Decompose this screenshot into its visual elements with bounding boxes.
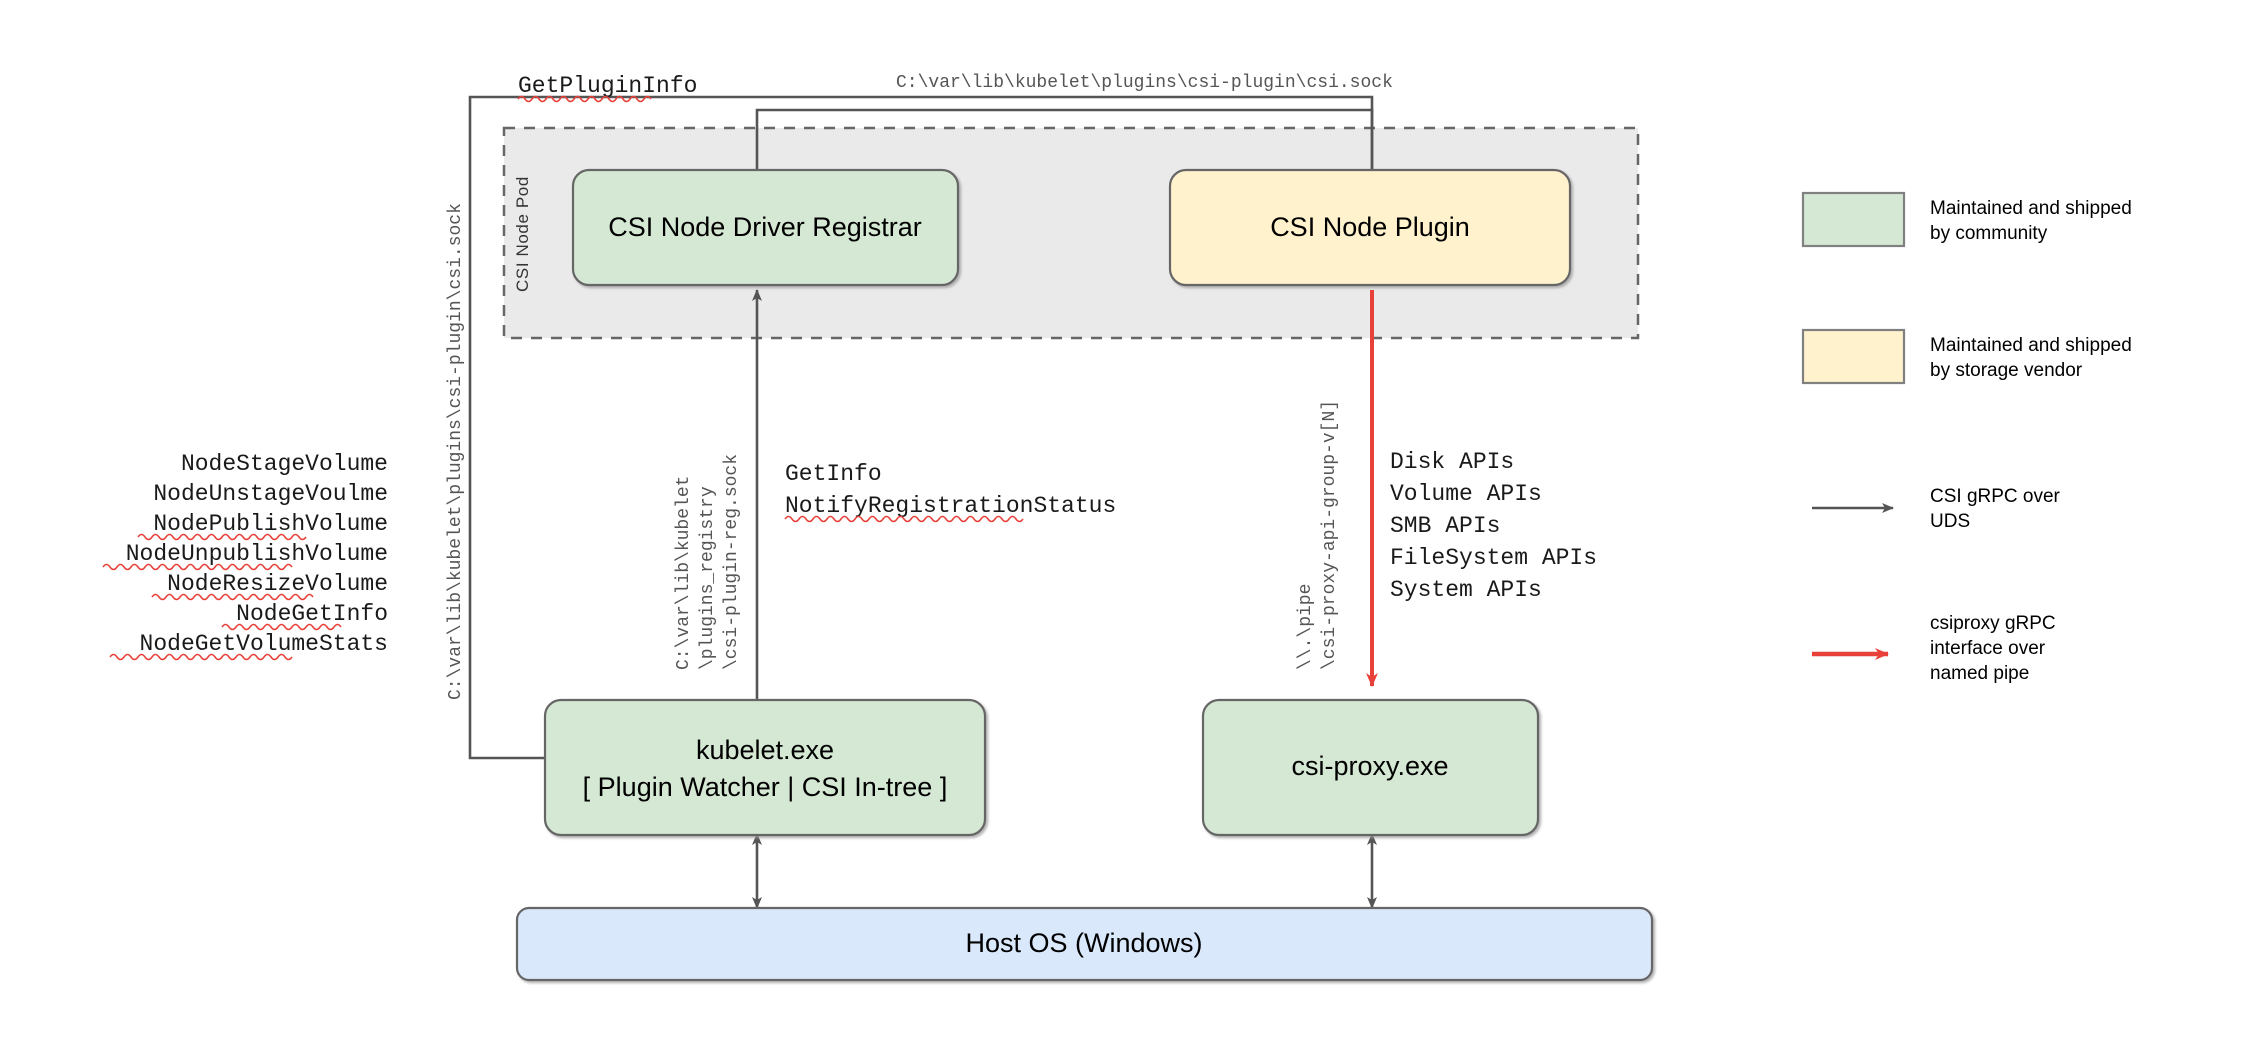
legend-swatch-vendor [1801, 328, 1906, 385]
node-host-os-shape [515, 906, 1654, 982]
label-node-rpc-list: NodeStageVolume NodeUnstageVoulme NodePu… [102, 451, 388, 661]
node-host-os-label: Host OS (Windows) [965, 928, 1202, 958]
label-registry-path-line-3: \csi-plugin-reg.sock [722, 454, 742, 670]
label-node-rpc-3: NodePublishVolume [153, 511, 388, 537]
pod-label: CSI Node Pod [513, 176, 532, 292]
node-csi-node-plugin-label: CSI Node Plugin [1270, 212, 1470, 242]
label-pipe-path-line-2: \csi-proxy-api-group-v[N] [1320, 400, 1340, 670]
legend-uds-line-1: CSI gRPC over [1930, 486, 2061, 507]
node-csi-proxy-exe[interactable]: csi-proxy.exe [1201, 698, 1540, 837]
node-host-os[interactable]: Host OS (Windows) [515, 906, 1654, 982]
legend-item-csiproxy-grpc-pipe: csiproxy gRPC interface over named pipe [1812, 613, 2056, 684]
legend-uds-line-2: UDS [1930, 511, 1970, 532]
spellcheck-squiggle [221, 623, 342, 631]
label-api-line-1: Disk APIs [1390, 449, 1514, 475]
spellcheck-squiggle [517, 95, 652, 103]
node-csi-proxy-exe-label: csi-proxy.exe [1291, 751, 1448, 781]
label-node-rpc-4: NodeUnpublishVolume [126, 541, 388, 567]
label-node-rpc-6: NodeGetInfo [236, 601, 388, 627]
node-csi-node-driver-registrar-shape [571, 168, 960, 287]
node-csi-node-plugin[interactable]: CSI Node Plugin [1168, 168, 1572, 287]
label-api-line-2: Volume APIs [1390, 481, 1542, 507]
spellcheck-squiggle [102, 563, 293, 571]
label-registry-path-line-2: \plugins_registry [698, 486, 718, 670]
spellcheck-squiggle [784, 515, 1024, 523]
legend-item-community: Maintained and shipped by community [1801, 191, 2132, 248]
label-getplugininfo: GetPluginInfo [517, 73, 697, 103]
node-kubelet-exe-label-line2: [ Plugin Watcher | CSI In-tree ] [583, 772, 948, 802]
legend-item-csi-grpc-uds: CSI gRPC over UDS [1812, 486, 2061, 532]
label-node-rpc-2: NodeUnstageVoulme [153, 481, 388, 507]
spellcheck-squiggle [109, 653, 293, 661]
label-getinfo-line-2: NotifyRegistrationStatus [785, 493, 1116, 519]
legend-item-vendor: Maintained and shipped by storage vendor [1801, 328, 2132, 385]
legend-vendor-line-1: Maintained and shipped [1930, 335, 2132, 356]
node-csi-node-driver-registrar[interactable]: CSI Node Driver Registrar [571, 168, 960, 287]
label-api-line-3: SMB APIs [1390, 513, 1500, 539]
legend-vendor-line-2: by storage vendor [1930, 360, 2083, 381]
label-getinfo-group: GetInfo NotifyRegistrationStatus [784, 461, 1116, 523]
label-getplugininfo-text: GetPluginInfo [518, 73, 697, 99]
label-node-rpc-7: NodeGetVolumeStats [140, 631, 388, 657]
label-registry-path-line-1: C:\var\lib\kubelet [674, 476, 694, 670]
label-csi-sock-path-top: C:\var\lib\kubelet\plugins\csi-plugin\cs… [896, 73, 1393, 93]
label-csi-sock-path-vertical: C:\var\lib\kubelet\plugins\csi-plugin\cs… [446, 203, 466, 700]
legend-pipe-line-3: named pipe [1930, 663, 2029, 684]
label-getinfo-line-1: GetInfo [785, 461, 882, 487]
label-api-line-5: System APIs [1390, 577, 1542, 603]
node-csi-proxy-exe-shape [1201, 698, 1540, 837]
node-kubelet-exe[interactable]: kubelet.exe [ Plugin Watcher | CSI In-tr… [543, 698, 987, 837]
node-csi-node-driver-registrar-label: CSI Node Driver Registrar [608, 212, 922, 242]
node-kubelet-exe-shape [543, 698, 987, 837]
node-kubelet-exe-label-line1: kubelet.exe [696, 735, 834, 765]
label-api-list: Disk APIs Volume APIs SMB APIs FileSyste… [1390, 449, 1597, 603]
label-node-rpc-1: NodeStageVolume [181, 451, 388, 477]
label-pipe-path-line-1: \\.\pipe [1296, 584, 1316, 670]
spellcheck-squiggle [137, 533, 307, 541]
legend-pipe-line-2: interface over [1930, 638, 2046, 659]
legend-community-line-2: by community [1930, 223, 2048, 244]
legend-pipe-line-1: csiproxy gRPC [1930, 613, 2056, 634]
legend: Maintained and shipped by community Main… [1801, 191, 2132, 684]
spellcheck-squiggle [151, 593, 314, 601]
label-api-line-4: FileSystem APIs [1390, 545, 1597, 571]
node-csi-node-plugin-shape [1168, 168, 1572, 287]
label-registry-path: C:\var\lib\kubelet \plugins_registry \cs… [674, 454, 742, 670]
legend-swatch-community [1801, 191, 1906, 248]
label-pipe-path: \\.\pipe \csi-proxy-api-group-v[N] [1296, 400, 1340, 670]
label-node-rpc-5: NodeResizeVolume [167, 571, 388, 597]
legend-community-line-1: Maintained and shipped [1930, 198, 2132, 219]
